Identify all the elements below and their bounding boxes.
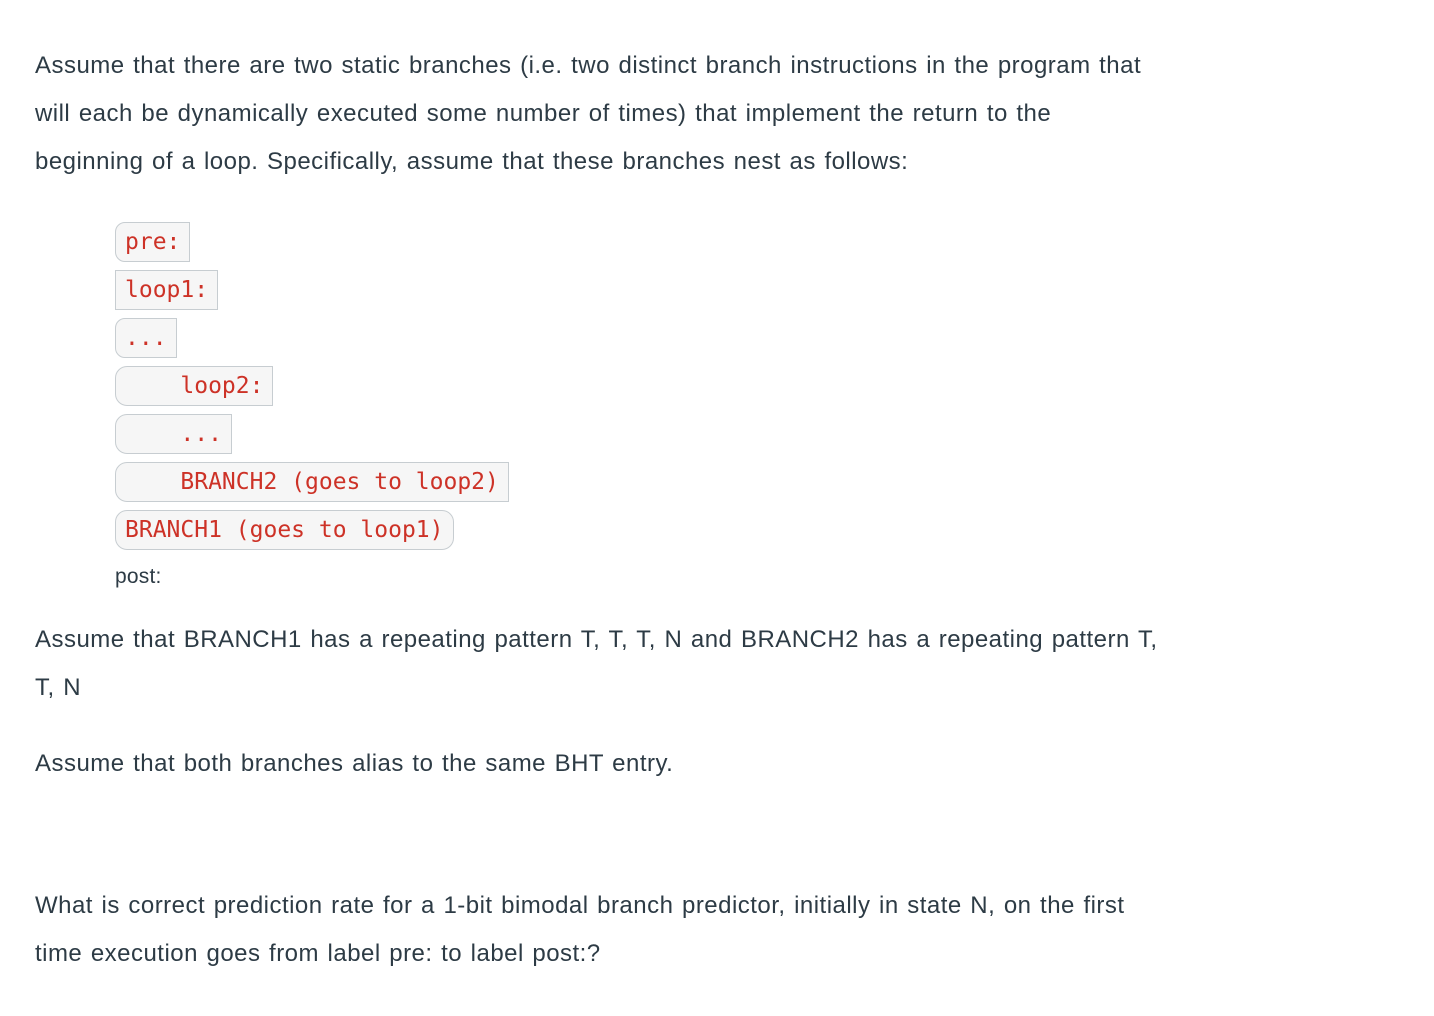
text-line: Assume that BRANCH1 has a repeating patt…	[35, 626, 1158, 653]
code-row: loop1:	[115, 270, 1414, 310]
text-line: beginning of a loop. Specifically, assum…	[35, 148, 909, 175]
code-line-branch2: BRANCH2 (goes to loop2)	[115, 462, 509, 502]
alias-paragraph: Assume that both branches alias to the s…	[35, 740, 1414, 788]
pattern-paragraph: Assume that BRANCH1 has a repeating patt…	[35, 616, 1414, 712]
question-paragraph: What is correct prediction rate for a 1-…	[35, 882, 1414, 978]
text-line: time execution goes from label pre: to l…	[35, 940, 601, 967]
code-line-branch1: BRANCH1 (goes to loop1)	[115, 510, 454, 550]
code-line-loop1: loop1:	[115, 270, 219, 310]
intro-paragraph: Assume that there are two static branche…	[35, 42, 1414, 186]
code-line-pre: pre:	[115, 222, 191, 262]
code-row: BRANCH2 (goes to loop2)	[115, 462, 1414, 502]
code-line-loop2: loop2:	[115, 366, 274, 406]
code-row: BRANCH1 (goes to loop1)	[115, 510, 1414, 550]
text-line: Assume that there are two static branche…	[35, 52, 1142, 79]
code-line-ellipsis-1: ...	[115, 318, 177, 358]
code-row: pre:	[115, 222, 1414, 262]
text-line: will each be dynamically executed some n…	[35, 100, 1052, 127]
code-line-ellipsis-2: ...	[115, 414, 232, 454]
code-block: pre: loop1: ... loop2: ... BRANCH2 (goes…	[115, 222, 1414, 550]
code-row: ...	[115, 414, 1414, 454]
code-row: ...	[115, 318, 1414, 358]
question-body: Assume that there are two static branche…	[35, 42, 1414, 978]
text-line: What is correct prediction rate for a 1-…	[35, 892, 1125, 919]
text-line: Assume that both branches alias to the s…	[35, 750, 674, 777]
post-label: post:	[115, 565, 162, 588]
text-line: T, N	[35, 674, 82, 701]
code-row: loop2:	[115, 366, 1414, 406]
